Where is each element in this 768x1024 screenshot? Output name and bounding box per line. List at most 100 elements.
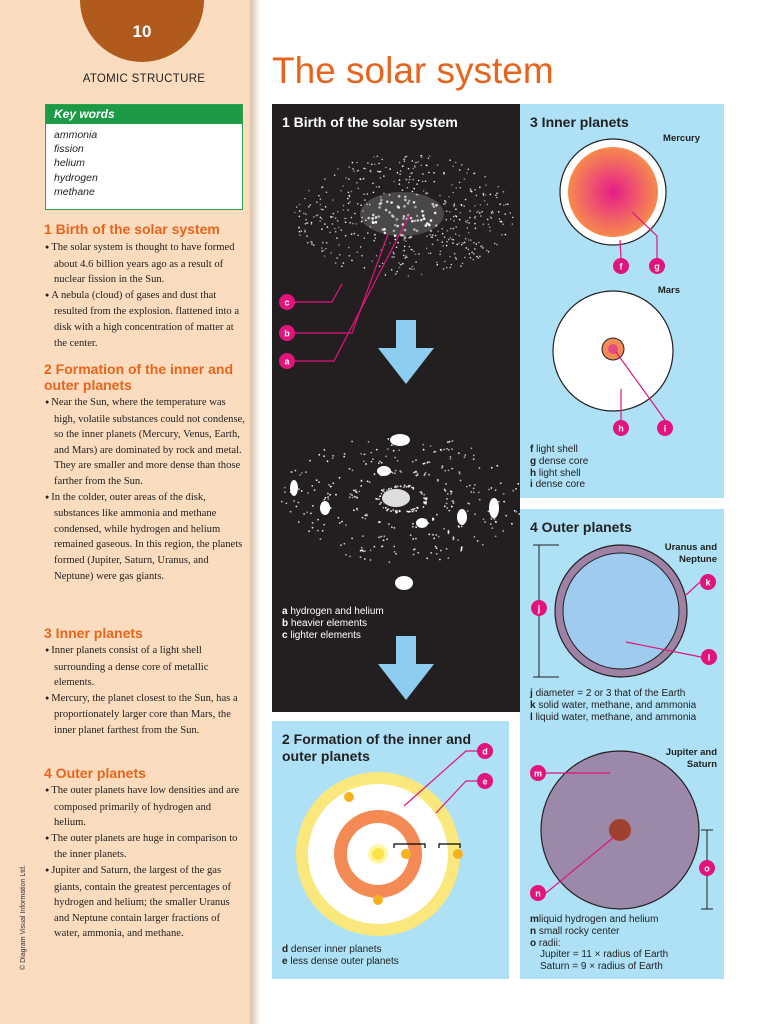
bullet: The solar system is thought to have form… <box>45 240 245 288</box>
legend-key: b <box>282 617 289 629</box>
label-leaders <box>294 213 411 362</box>
legend-key: a <box>282 606 288 617</box>
sidebar-text-inner: Inner planets consist of a light shell s… <box>45 643 245 739</box>
svg-text:n: n <box>535 889 541 899</box>
bullet: Near the Sun, where the temperature was … <box>45 395 245 490</box>
jupiter-legend: mliquid hydrogen and helium n small rock… <box>530 914 668 973</box>
svg-text:e: e <box>482 777 487 787</box>
nebula-diagram: c b a <box>279 154 524 700</box>
legend-key: l <box>530 711 533 723</box>
legend-text: solid water, methane, and ammonia <box>538 699 697 711</box>
page-spine <box>250 0 260 1024</box>
svg-text:o: o <box>704 864 710 874</box>
legend-text: dense core <box>538 455 589 467</box>
keyword: helium <box>54 157 85 170</box>
svg-text:c: c <box>284 298 289 308</box>
outer-planets-diagram: j k l m n o <box>530 544 717 910</box>
mercury-label: Mercury <box>663 133 700 144</box>
uranus-core <box>562 552 680 670</box>
inner-planets-legend: f light shell g dense core h light shell… <box>530 444 588 491</box>
arrow-down-icon <box>378 320 434 384</box>
nebula-core <box>360 192 444 236</box>
svg-text:k: k <box>705 578 711 588</box>
legend-key: g <box>530 455 537 467</box>
jupiter-saturn-label: Jupiter and Saturn <box>665 747 717 770</box>
legend-text: light shell <box>536 444 578 455</box>
radii-line: Saturn = 9 × radius of Earth <box>540 961 663 973</box>
inner-planets-heading: 3 Inner planets <box>530 114 629 130</box>
svg-text:l: l <box>708 653 711 663</box>
bullet: The outer planets have low densities and… <box>45 783 245 831</box>
label-markers: c b a <box>279 294 295 369</box>
arrow-down-icon <box>378 636 434 700</box>
legend-text: small rocky center <box>538 925 620 937</box>
legend-key: f <box>530 444 534 455</box>
key-words-heading: Key words <box>46 105 242 124</box>
formation-panel-heading: 2 Formation of the inner and outer plane… <box>282 731 472 764</box>
jupiter-core <box>609 819 631 841</box>
page-title: The solar system <box>272 50 554 91</box>
uranus-legend: j diameter = 2 or 3 that of the Earth k … <box>530 688 696 723</box>
bullet: Inner planets consist of a light shell s… <box>45 643 245 691</box>
sidebar-text-formation: Near the Sun, where the temperature was … <box>45 395 245 584</box>
mercury-core <box>568 147 658 237</box>
legend-text: liquid hydrogen and helium <box>538 914 659 925</box>
svg-text:f: f <box>620 262 624 272</box>
legend-key: j <box>530 688 533 699</box>
legend-text: light shell <box>538 467 581 479</box>
svg-text:g: g <box>654 262 660 272</box>
legend-text: radii: <box>538 937 561 949</box>
svg-text:m: m <box>534 769 542 779</box>
svg-text:i: i <box>664 424 667 434</box>
legend-key: h <box>530 467 537 479</box>
legend-text: lighter elements <box>290 629 361 641</box>
legend-key: m <box>530 914 539 925</box>
bullet: In the colder, outer areas of the disk, … <box>45 490 245 585</box>
inner-planets-diagram: f g h i <box>552 138 674 436</box>
legend-text: liquid water, methane, and ammonia <box>535 711 697 723</box>
svg-text:b: b <box>284 329 290 339</box>
keyword: ammonia <box>54 129 98 141</box>
svg-text:j: j <box>537 604 541 614</box>
uranus-neptune-label: Uranus and Neptune <box>664 542 717 565</box>
svg-text:a: a <box>284 357 290 367</box>
svg-text:h: h <box>618 424 624 434</box>
mars-label: Mars <box>657 285 680 296</box>
legend-text: heavier elements <box>290 617 368 629</box>
formation-legend: d denser inner planets e less dense oute… <box>282 944 399 968</box>
copyright: © Diagram Visual Information Ltd. <box>20 864 27 970</box>
legend-key: d <box>282 944 289 955</box>
legend-key: o <box>530 937 537 949</box>
legend-key: i <box>530 479 533 491</box>
birth-legend: a hydrogen and helium b heavier elements… <box>282 606 384 641</box>
svg-text:d: d <box>482 747 488 757</box>
radii-line: Jupiter = 11 × radius of Earth <box>540 949 669 961</box>
key-words-list: ammonia fission helium hydrogen methane <box>46 124 242 203</box>
section-label: ATOMIC STRUCTURE <box>82 73 206 85</box>
legend-key: n <box>530 925 537 937</box>
keyword: hydrogen <box>54 171 98 184</box>
page-number: 10 <box>132 22 152 41</box>
outer-planets-heading: 4 Outer planets <box>530 519 632 535</box>
keyword: fission <box>54 143 84 156</box>
birth-panel-heading: 1 Birth of the solar system <box>282 114 458 130</box>
formation-diagram: d e <box>296 743 493 936</box>
key-words-box: Key words ammonia fission helium hydroge… <box>45 104 243 210</box>
legend-text: denser inner planets <box>290 944 382 955</box>
bullet: Mercury, the planet closest to the Sun, … <box>45 691 245 739</box>
bullet: Jupiter and Saturn, the largest of the g… <box>45 863 245 942</box>
legend-text: diameter = 2 or 3 that of the Earth <box>535 688 686 699</box>
bullet: The outer planets are huge in comparison… <box>45 831 245 863</box>
sidebar-text-birth: The solar system is thought to have form… <box>45 240 245 351</box>
legend-key: e <box>282 955 288 967</box>
sidebar-heading-outer: 4 Outer planets <box>44 765 146 781</box>
protoplanets <box>290 434 499 590</box>
sidebar-heading-birth: 1 Birth of the solar system <box>44 221 220 237</box>
legend-text: hydrogen and helium <box>290 606 384 617</box>
legend-text: less dense outer planets <box>290 955 399 967</box>
sidebar-text-outer: The outer planets have low densities and… <box>45 783 245 942</box>
legend-key: c <box>282 629 288 641</box>
legend-text: dense core <box>535 479 586 491</box>
keyword: methane <box>54 185 95 198</box>
sidebar-heading-inner: 3 Inner planets <box>44 625 143 641</box>
